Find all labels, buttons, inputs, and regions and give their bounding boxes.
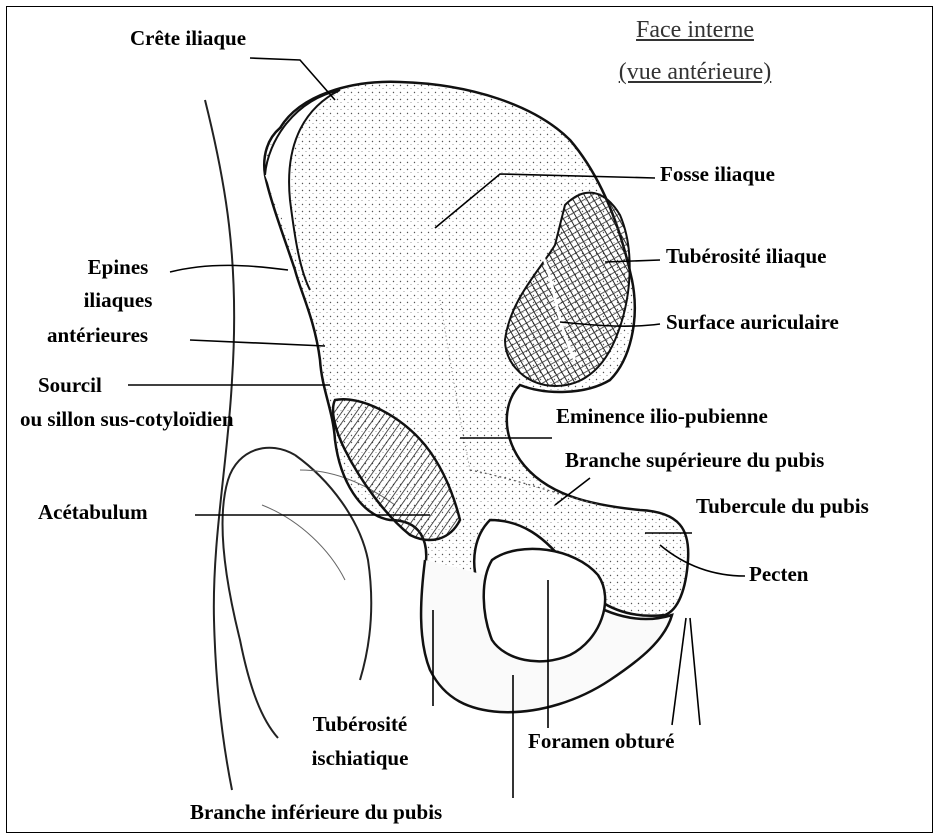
label-surface-auriculaire: Surface auriculaire	[666, 310, 839, 334]
label-epines-line1: Epines	[58, 255, 178, 279]
label-crete-iliaque: Crête iliaque	[130, 26, 246, 50]
title-line-1: Face interne	[580, 18, 810, 42]
label-pecten: Pecten	[749, 562, 808, 586]
label-eminence: Eminence ilio-pubienne	[556, 404, 768, 428]
label-foramen: Foramen obturé	[528, 729, 674, 753]
label-fosse-iliaque: Fosse iliaque	[660, 162, 775, 186]
label-epines-line3: antérieures	[47, 323, 148, 347]
leader-epines-1	[170, 265, 288, 272]
leader-obture-1	[672, 618, 686, 725]
label-tuberosite-iliaque: Tubérosité iliaque	[666, 244, 826, 268]
label-branche-sup: Branche supérieure du pubis	[565, 448, 824, 472]
leader-obture-2	[690, 618, 700, 725]
title-line-2: (vue antérieure)	[580, 60, 810, 84]
label-tuberosite-isch-line1: Tubérosité	[300, 712, 420, 736]
leader-epines-2	[190, 340, 325, 346]
label-sourcil-line2: ou sillon sus-cotyloïdien	[20, 407, 234, 431]
label-tubercule: Tubercule du pubis	[696, 494, 869, 518]
label-sourcil-line1: Sourcil	[38, 373, 102, 397]
label-tuberosite-isch-line2: ischiatique	[300, 746, 420, 770]
label-epines-line2: iliaques	[58, 288, 178, 312]
label-acetabulum: Acétabulum	[38, 500, 148, 524]
label-branche-inf: Branche inférieure du pubis	[190, 800, 442, 824]
